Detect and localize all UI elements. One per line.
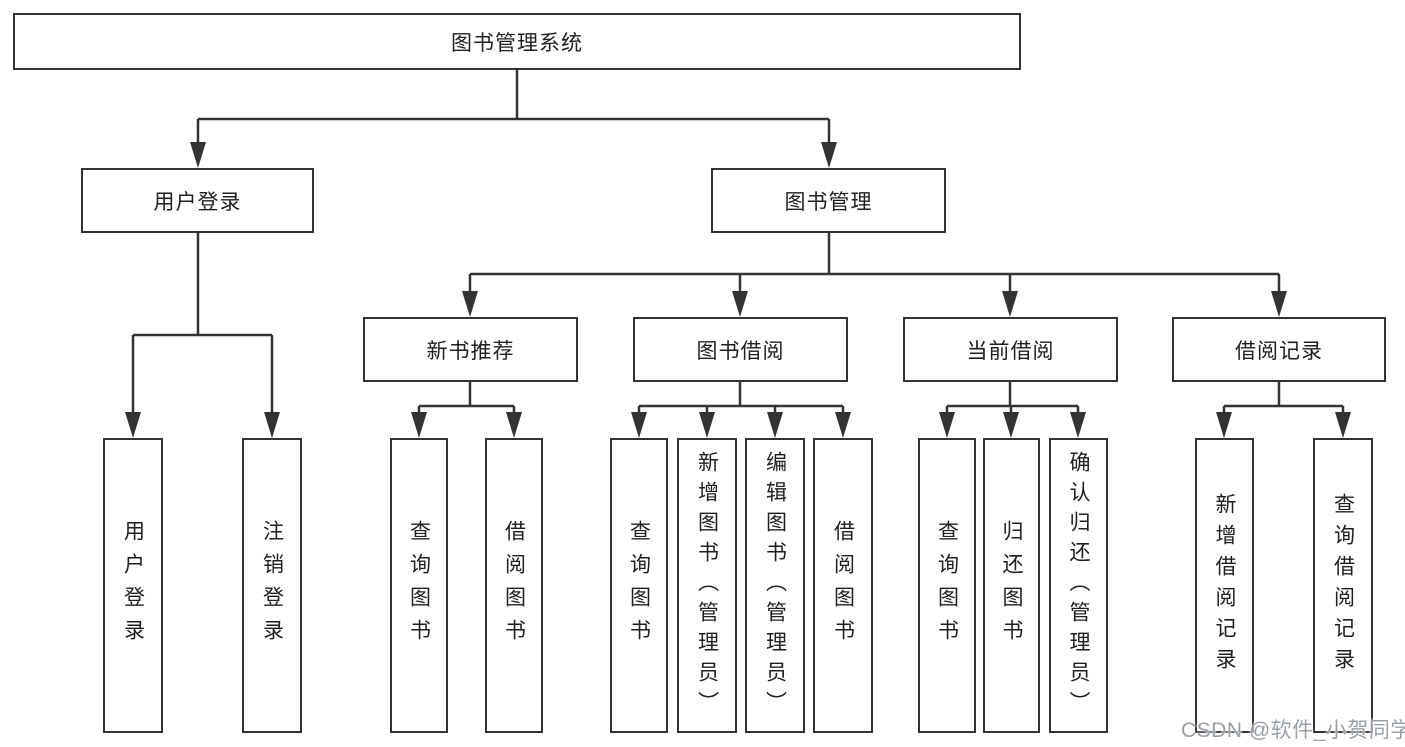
node-new-book-recommend: 新书推荐	[363, 317, 578, 382]
node-leaf-borrow-add-books: 新增图书（管理员）	[677, 438, 737, 733]
node-label: 图书管理	[784, 190, 873, 214]
node-label: 查询图书	[407, 519, 431, 652]
node-label: 用户登录	[121, 519, 145, 652]
node-label: 确认归还（管理员）	[1067, 450, 1090, 721]
node-label: 借阅记录	[1235, 339, 1323, 363]
node-label: 借阅图书	[502, 519, 526, 652]
node-leaf-records-add-record: 新增借阅记录	[1195, 438, 1254, 733]
node-label: 图书借阅	[696, 339, 785, 363]
node-leaf-recommend-query-books: 查询图书	[390, 438, 448, 733]
node-leaf-borrow-edit-books: 编辑图书（管理员）	[745, 438, 805, 733]
node-label: 查询图书	[627, 519, 651, 652]
node-library-management-system: 图书管理系统	[13, 13, 1021, 70]
node-label: 借阅图书	[831, 519, 855, 652]
node-label: 新书推荐	[426, 339, 515, 363]
node-user-login: 用户登录	[81, 168, 314, 233]
csdn-watermark: CSDN @软件_小贺同学	[1181, 719, 1405, 742]
node-label: 查询图书	[935, 519, 959, 652]
node-leaf-current-confirm-return: 确认归还（管理员）	[1049, 438, 1108, 733]
node-label: 归还图书	[1000, 519, 1023, 652]
node-book-management: 图书管理	[711, 168, 946, 233]
node-leaf-borrow-borrow-books: 借阅图书	[813, 438, 873, 733]
node-label: 新增借阅记录	[1213, 492, 1236, 679]
node-leaf-current-return-books: 归还图书	[983, 438, 1040, 733]
node-label: 用户登录	[153, 190, 242, 214]
node-leaf-logout: 注销登录	[242, 438, 302, 733]
node-leaf-recommend-borrow-books: 借阅图书	[485, 438, 543, 733]
node-leaf-current-query-books: 查询图书	[918, 438, 976, 733]
node-leaf-records-query-record: 查询借阅记录	[1313, 438, 1373, 733]
node-current-borrow: 当前借阅	[903, 317, 1118, 382]
node-label: 注销登录	[260, 519, 284, 652]
node-label: 图书管理系统	[451, 31, 583, 55]
node-leaf-user-login: 用户登录	[103, 438, 163, 733]
node-label: 当前借阅	[966, 339, 1055, 363]
node-borrow-records: 借阅记录	[1172, 317, 1386, 382]
node-label: 新增图书（管理员）	[695, 450, 719, 721]
node-book-borrow: 图书借阅	[633, 317, 848, 382]
node-leaf-borrow-query-books: 查询图书	[610, 438, 668, 733]
node-label: 查询借阅记录	[1331, 492, 1355, 679]
node-label: 编辑图书（管理员）	[763, 450, 787, 721]
